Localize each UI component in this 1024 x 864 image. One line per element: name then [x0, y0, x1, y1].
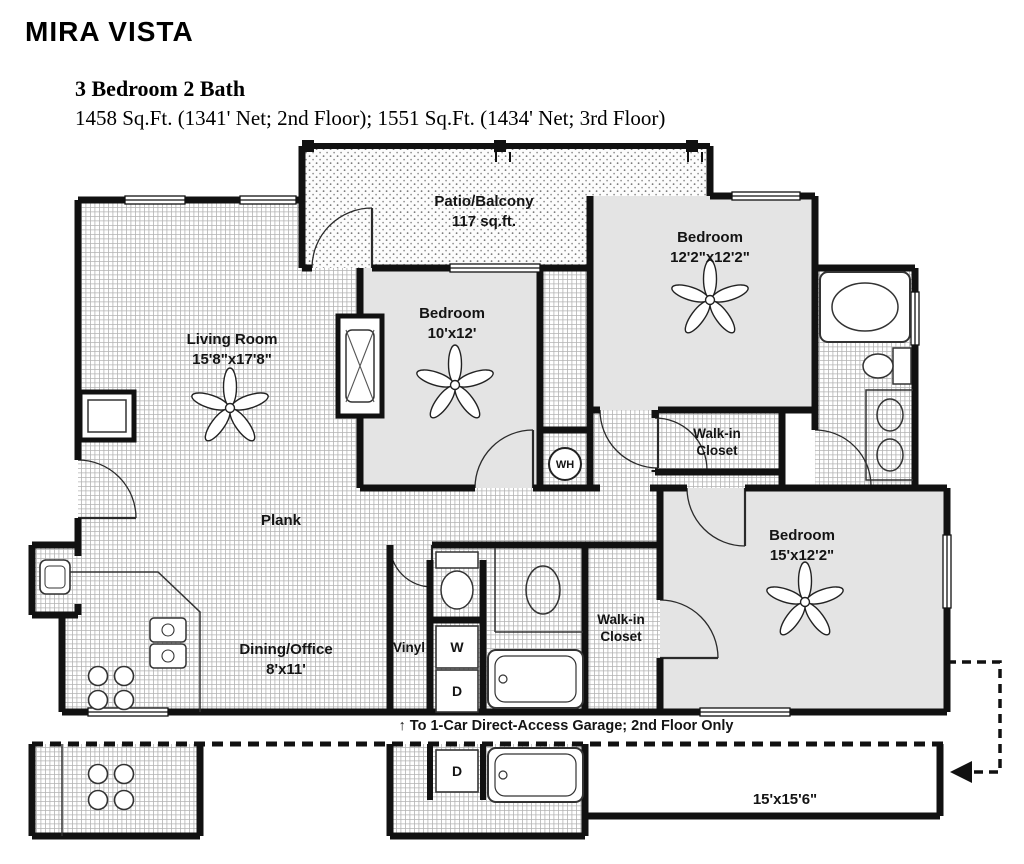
kitchen-sink [149, 617, 187, 669]
label-bedroom-bottom-right: Bedroom [769, 527, 835, 544]
lower-strip [28, 660, 1002, 840]
toilet [435, 551, 479, 610]
patio-door-arc [311, 207, 373, 269]
kitchen-floor-edge [62, 615, 78, 712]
window [942, 534, 952, 609]
kitchen [62, 571, 201, 712]
plan-subtitle: 3 Bedroom 2 Bath [75, 76, 246, 101]
strip-laundry-walls [427, 744, 486, 800]
label-walkin1-line2: Closet [696, 443, 738, 458]
window [124, 195, 186, 205]
water-heater [548, 447, 582, 481]
label-bedroom-middle-dims: 10'x12' [428, 325, 477, 342]
label-dining-office-dims: 8'x11' [266, 661, 306, 678]
fixtures [39, 259, 913, 713]
walls [28, 143, 951, 716]
label-water-heater: WH [556, 459, 574, 471]
label-walkin1-line1: Walk-in [693, 426, 741, 441]
label-patio: Patio/Balcony [434, 193, 534, 210]
bathroom-2 [435, 548, 584, 713]
label-garage-note: ↑ To 1-Car Direct-Access Garage; 2nd Flo… [399, 718, 734, 734]
plan-title: MIRA VISTA [25, 16, 194, 47]
label-vinyl: Vinyl [393, 640, 425, 655]
label-plank: Plank [261, 512, 302, 529]
label-dining-office: Dining/Office [239, 641, 332, 658]
vanity-counter [494, 548, 583, 633]
strip-dryer-box [435, 749, 479, 793]
label-garage-dims: 15'x15'6" [753, 791, 817, 808]
stove [87, 665, 135, 711]
utility-sink [39, 559, 71, 595]
walkin1-door-arc [654, 417, 708, 471]
strip-bathtub [487, 747, 584, 803]
entry-door-arc [77, 459, 137, 519]
railing-posts [302, 140, 698, 152]
label-walkin2-line1: Walk-in [597, 612, 645, 627]
garage-access-path [947, 660, 1002, 774]
bedroom-middle-door-arc [474, 429, 534, 489]
window [449, 263, 541, 273]
walkin2-door-arc [659, 599, 719, 659]
sink [876, 398, 904, 432]
plan-area-line: 1458 Sq.Ft. (1341' Net; 2nd Floor); 1551… [75, 106, 666, 130]
vestibule-floor [590, 410, 655, 488]
window [910, 291, 920, 346]
label-washer: W [450, 639, 464, 655]
arrow-left-icon [950, 761, 972, 783]
built-in-unit [335, 313, 385, 419]
bathtub [487, 649, 584, 709]
label-dryer-lower: D [452, 763, 462, 779]
walkin2-floor [585, 545, 660, 712]
interior-walls [356, 196, 915, 712]
label-bedroom-top-right: Bedroom [677, 229, 743, 246]
label-walkin2-line2: Closet [600, 629, 642, 644]
window [731, 191, 801, 201]
floor-fills [32, 146, 947, 836]
kitchen-counter [62, 571, 201, 712]
hallway-floor [360, 488, 660, 545]
windows [87, 191, 952, 717]
fireplace [77, 389, 137, 443]
patio-floor [302, 146, 710, 268]
toilet [862, 347, 912, 385]
label-living-room: Living Room [187, 331, 278, 348]
window [699, 707, 791, 717]
washer-box [435, 625, 479, 669]
bedroom-top-right-door-arc [599, 409, 659, 469]
strip-walls [28, 744, 944, 840]
label-bedroom-middle: Bedroom [419, 305, 485, 322]
bath1-door-arc [814, 429, 872, 487]
bedroom-bottom-right-door-arc [686, 487, 746, 547]
railing-brackets [495, 152, 703, 162]
strip-stove [87, 763, 135, 811]
label-bedroom-bottom-right-dims: 15'x12'2" [770, 547, 834, 564]
labels: Patio/Balcony 117 sq.ft. Bedroom 12'2"x1… [187, 193, 835, 808]
exterior-walls [28, 146, 951, 716]
bathroom-1 [819, 271, 913, 481]
sink [525, 565, 561, 615]
dryer-box [435, 669, 479, 713]
window [239, 195, 297, 205]
label-dryer: D [452, 683, 462, 699]
sink [876, 438, 904, 472]
strip-kitchen-floor [32, 744, 200, 836]
label-living-room-dims: 15'8"x17'8" [192, 351, 272, 368]
label-patio-dims: 117 sq.ft. [452, 213, 516, 230]
vanity-counter [865, 389, 913, 481]
label-bedroom-top-right-dims: 12'2"x12'2" [670, 249, 750, 266]
